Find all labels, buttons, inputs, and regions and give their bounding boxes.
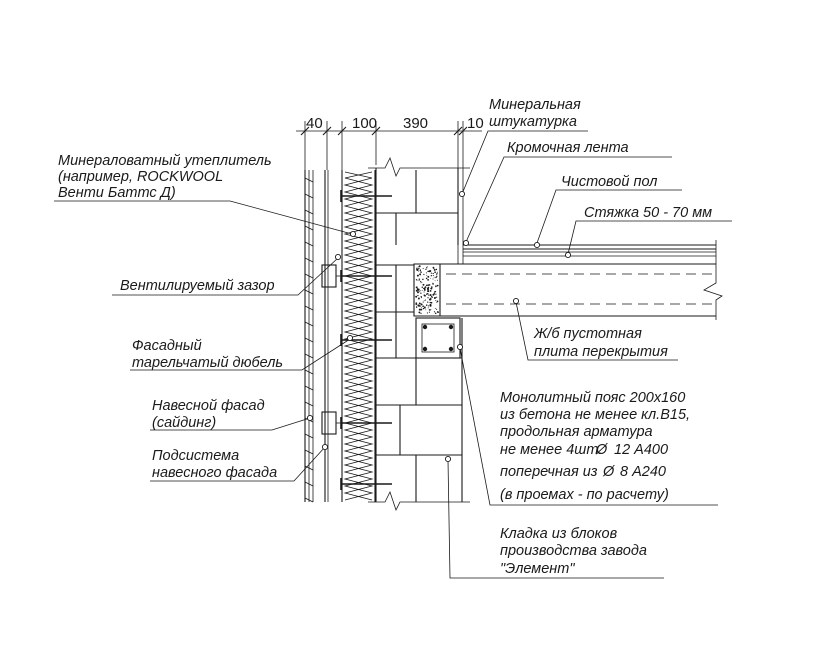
svg-text:Кладка из блоков: Кладка из блоков [500,526,618,542]
label-subsystem: Подсистема навесного фасада [152,448,277,481]
label-screed: Стяжка 50 - 70 мм [584,205,712,221]
dimension-chain: 40 100 390 10 [296,115,484,245]
label-finish-floor: Чистовой пол [561,174,657,190]
label-mineral-plaster: Минеральная штукатурка [489,97,581,130]
svg-text:тарельчатый дюбель: тарельчатый дюбель [132,355,283,371]
svg-text:Фасадный: Фасадный [132,338,202,354]
facade-subsystem [322,170,342,502]
diameter-symbol: Ø [602,464,615,480]
monolithic-belt [416,318,460,358]
diameter-symbol: Ø [595,442,608,458]
screed-floor [458,240,716,264]
label-masonry: Кладка из блоков производства завода "Эл… [500,526,647,577]
svg-text:(например, ROCKWOOL: (например, ROCKWOOL [58,169,223,185]
svg-text:(сайдинг): (сайдинг) [152,415,216,431]
label-hanging-facade: Навесной фасад (сайдинг) [152,398,265,431]
svg-text:12 А400: 12 А400 [614,442,668,458]
svg-text:8 А240: 8 А240 [620,464,666,480]
dowel [341,417,392,429]
dowel [341,270,392,282]
label-edge-tape: Кромочная лента [507,140,629,156]
svg-text:Венти Баттс Д): Венти Баттс Д) [58,185,176,201]
dim-100: 100 [352,115,377,132]
slab-support-fill [414,264,440,316]
siding-facade [305,170,313,502]
label-monolithic-belt: Монолитный пояс 200х160 из бетона не мен… [500,390,690,503]
svg-text:производства завода: производства завода [500,543,647,559]
mineral-wool-insulation [342,170,375,502]
svg-text:Подсистема: Подсистема [152,448,239,464]
dim-390: 390 [403,115,428,132]
svg-text:Навесной фасад: Навесной фасад [152,398,265,414]
dim-40: 40 [306,115,323,132]
svg-text:навесного фасада: навесного фасада [152,465,277,481]
svg-text:не менее 4шт.: не менее 4шт. [500,442,602,458]
svg-text:Ж/б пустотная: Ж/б пустотная [533,326,642,342]
svg-text:(в проемах - по расчету): (в проемах - по расчету) [500,487,669,503]
masonry-wall [368,158,470,510]
label-insulation: Минераловатный утеплитель (например, ROC… [58,153,272,201]
svg-text:Монолитный пояс 200х160: Монолитный пояс 200х160 [500,390,685,406]
svg-text:штукатурка: штукатурка [489,114,577,130]
label-facade-dowel: Фасадный тарельчатый дюбель [132,338,283,371]
label-ventilated-gap: Вентилируемый зазор [120,278,275,294]
svg-text:поперечная из: поперечная из [500,464,598,480]
hollow-core-slab [440,262,722,320]
svg-text:Минераловатный утеплитель: Минераловатный утеплитель [58,153,272,169]
svg-text:из бетона не менее кл.В15,: из бетона не менее кл.В15, [500,407,690,423]
svg-text:"Элемент": "Элемент" [500,561,575,577]
svg-text:плита перекрытия: плита перекрытия [534,344,668,360]
dim-10: 10 [467,115,484,132]
svg-text:Минеральная: Минеральная [489,97,581,113]
svg-text:продольная арматура: продольная арматура [500,424,653,440]
label-slab: Ж/б пустотная плита перекрытия [533,326,668,360]
